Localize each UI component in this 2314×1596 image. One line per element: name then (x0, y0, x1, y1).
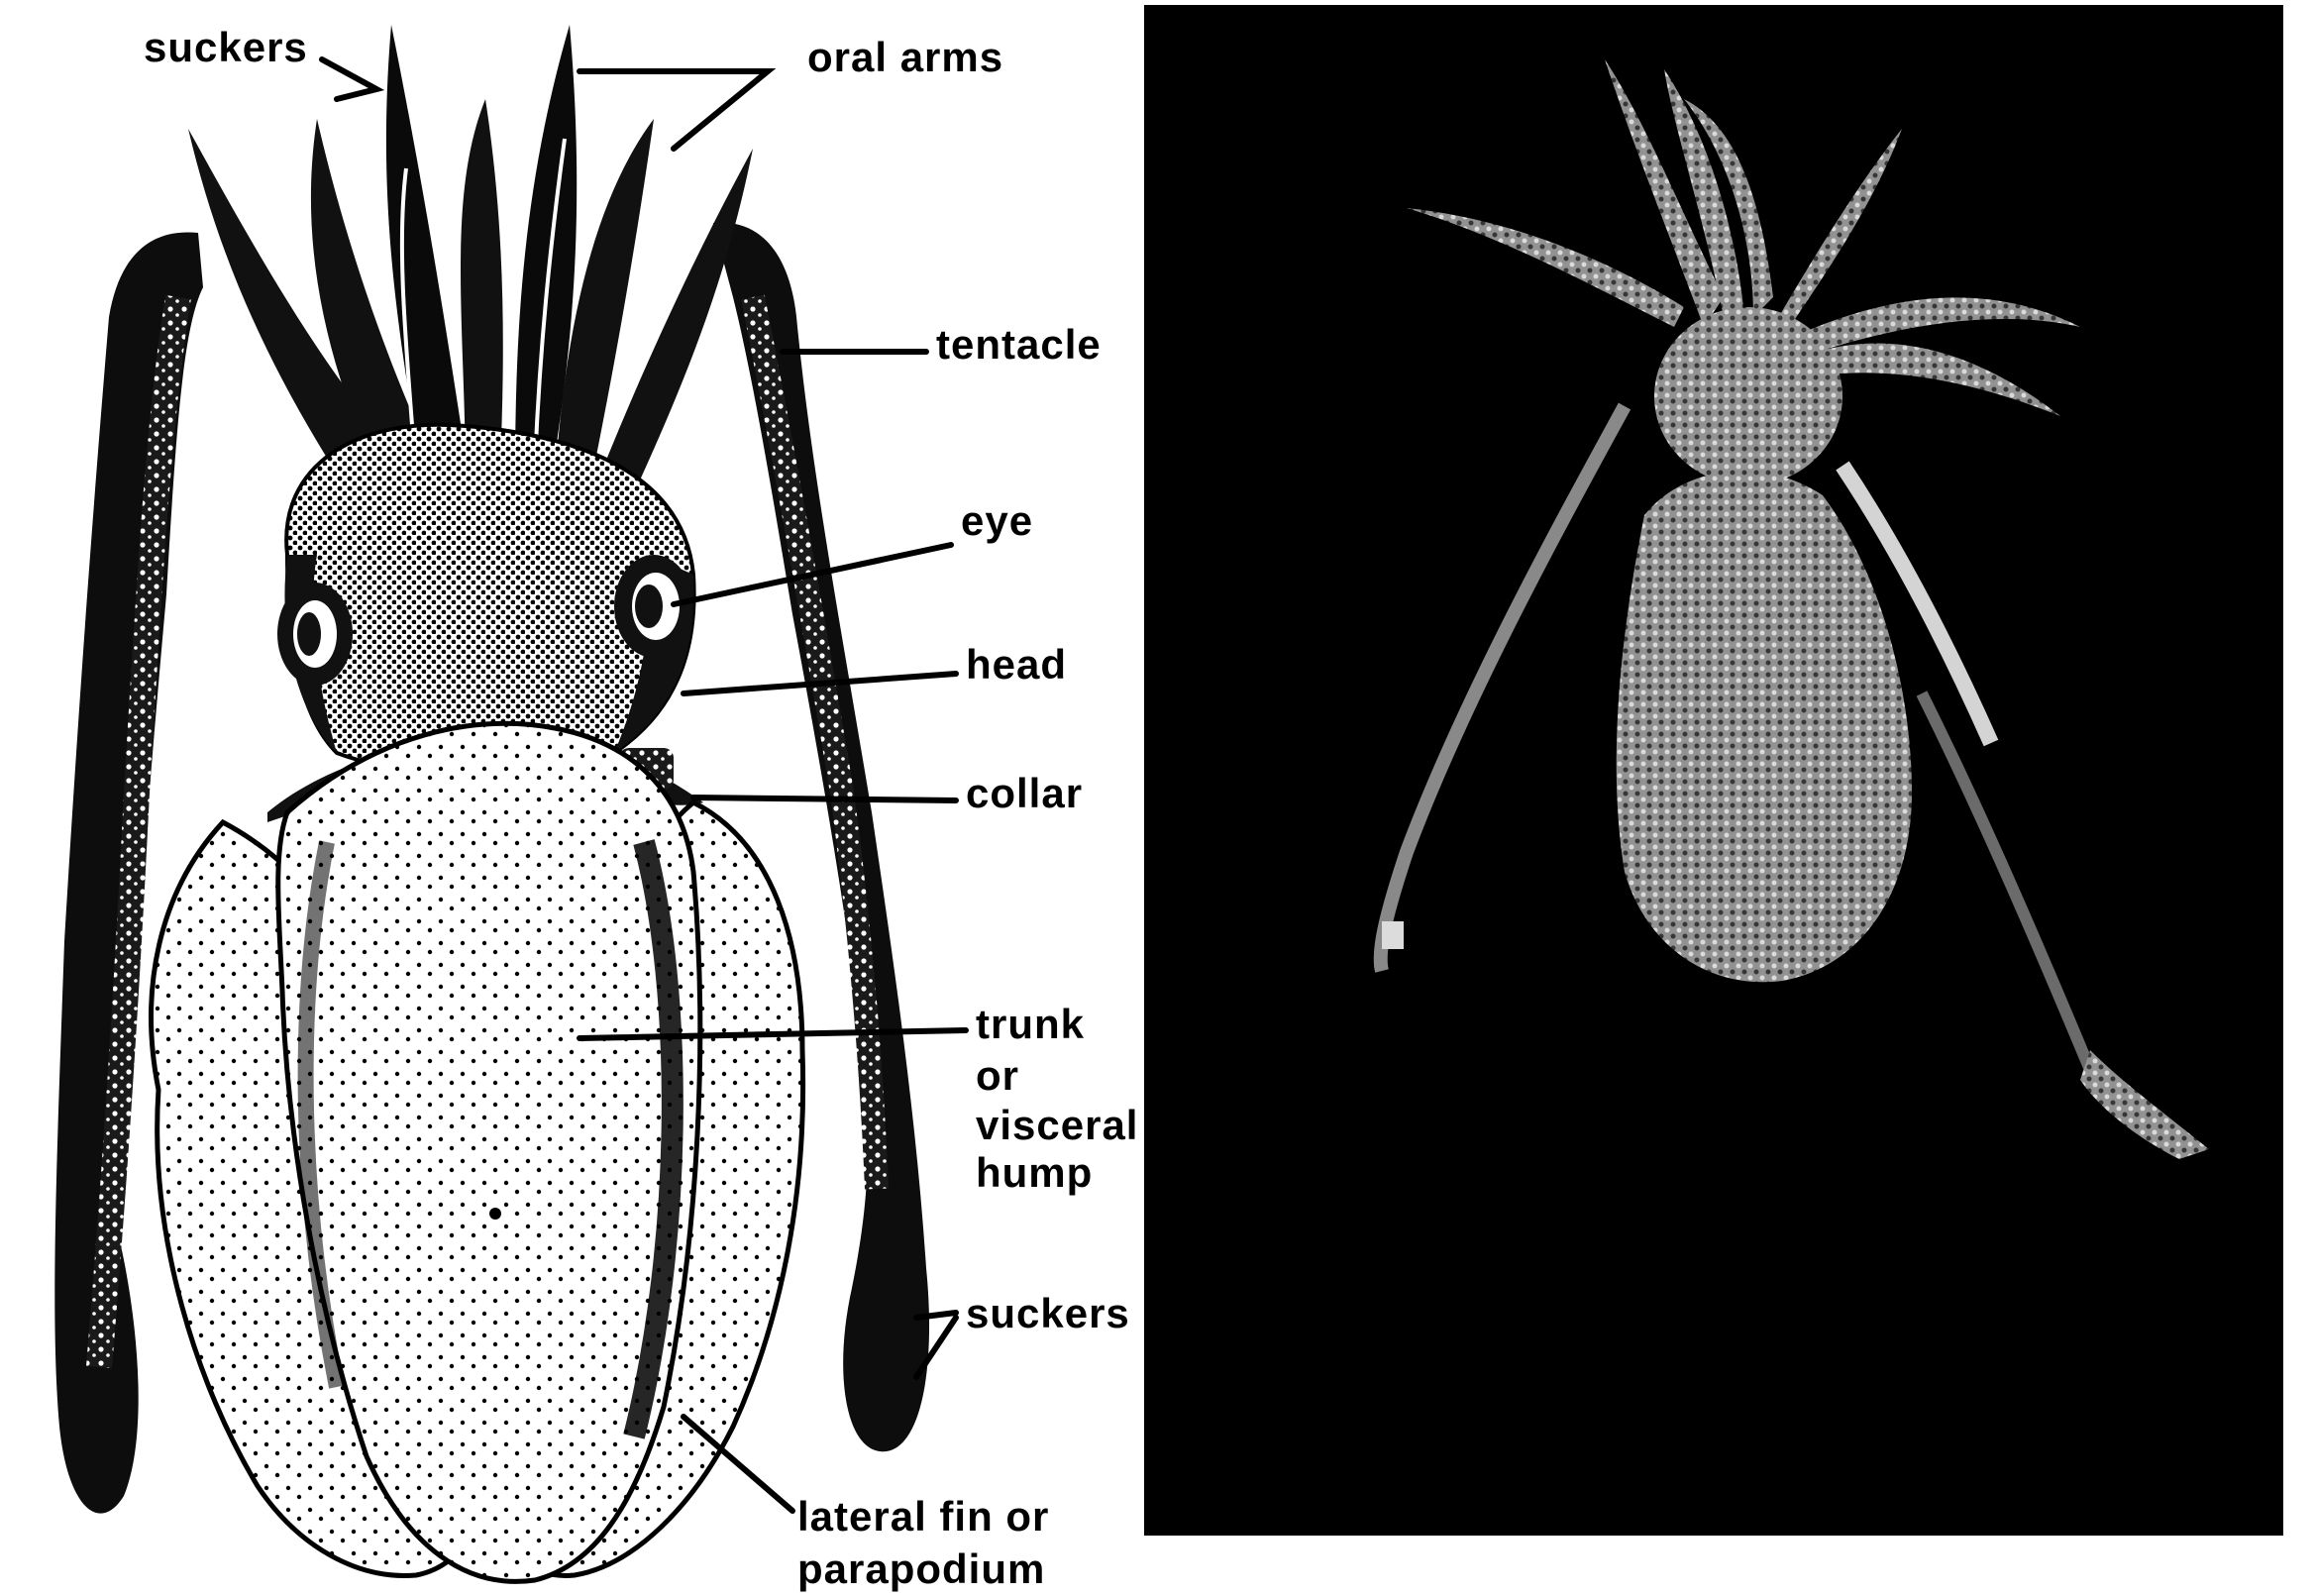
label-parapodium: parapodium (797, 1545, 1045, 1592)
label-suckers-top: suckers (144, 24, 308, 70)
label-trunk-or: or (976, 1052, 1019, 1099)
eye-left (277, 583, 353, 686)
label-suckers-bottom: suckers (966, 1290, 1130, 1336)
label-trunk-hump: hump (976, 1149, 1093, 1196)
tentacle-left (54, 232, 203, 1513)
label-head: head (966, 641, 1067, 688)
label-lateral-fin: lateral fin or (797, 1493, 1049, 1540)
label-eye: eye (961, 497, 1033, 544)
label-collar: collar (966, 770, 1083, 816)
label-trunk-visceral: visceral (976, 1102, 1138, 1148)
specimen-photo (1144, 5, 2283, 1536)
label-oral-arms: oral arms (807, 34, 1003, 80)
eye-right (614, 555, 693, 658)
label-trunk: trunk (976, 1001, 1085, 1047)
label-tentacle: tentacle (936, 321, 1102, 368)
cuttlefish-drawing: suckers oral arms tentacle eye head coll… (54, 24, 1138, 1592)
